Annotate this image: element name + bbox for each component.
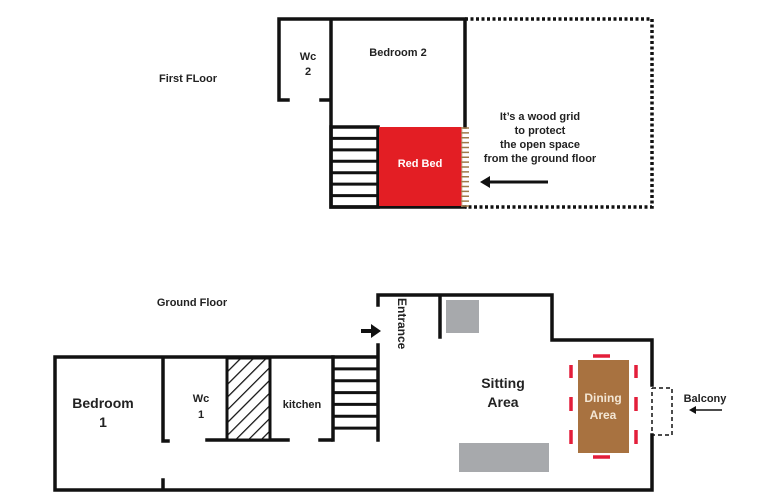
svg-text:It’s a wood grid: It’s a wood grid — [500, 111, 580, 123]
dining-area-label: Dining — [584, 391, 621, 405]
sitting-area-label-line2: Area — [487, 394, 518, 410]
balcony-arrow-icon — [689, 406, 722, 414]
wood-grid — [461, 127, 469, 207]
dining-area-label-line2: Area — [590, 408, 617, 422]
wc1-label-number: 1 — [198, 409, 204, 421]
wc1-label: Wc — [193, 393, 210, 405]
dining-table — [578, 360, 629, 453]
ground-floor-title: Ground Floor — [157, 297, 228, 309]
ground-floor-stairs — [331, 355, 378, 442]
svg-text:the open space: the open space — [500, 139, 580, 151]
arrow-left-icon — [480, 176, 548, 188]
svg-text:to protect: to protect — [515, 125, 566, 137]
first-floor: First FLoor Wc 2 Bedroom 2 Red Bed It’s … — [159, 17, 654, 209]
bedroom1-label: Bedroom — [72, 395, 133, 411]
dining-chairs — [569, 354, 638, 459]
balcony-label: Balcony — [684, 393, 728, 405]
kitchen-label: kitchen — [283, 399, 322, 411]
red-bed — [379, 127, 462, 206]
wc2-label-number: 2 — [305, 66, 311, 78]
wc1-shaft-hatched — [225, 356, 272, 442]
first-floor-stairs — [329, 125, 380, 209]
sitting-area-label: Sitting — [481, 375, 525, 391]
svg-text:from the ground floor: from the ground floor — [484, 153, 597, 165]
entrance-label: Entrance — [395, 298, 409, 350]
ground-floor: Ground Floor Bedroom 1 Wc 1 kitchen Entr… — [53, 293, 728, 492]
red-bed-label: Red Bed — [398, 158, 443, 170]
bedroom1-label-number: 1 — [99, 414, 107, 430]
cabinet — [446, 300, 479, 333]
open-space-outline — [465, 17, 654, 209]
first-floor-title: First FLoor — [159, 73, 218, 85]
wc2-label: Wc — [300, 51, 317, 63]
wood-grid-note: It’s a wood grid to protect the open spa… — [484, 111, 597, 165]
entrance-arrow-icon — [361, 324, 381, 338]
bedroom2-label: Bedroom 2 — [369, 47, 426, 59]
sofa — [459, 443, 549, 472]
balcony-outline — [651, 387, 673, 436]
